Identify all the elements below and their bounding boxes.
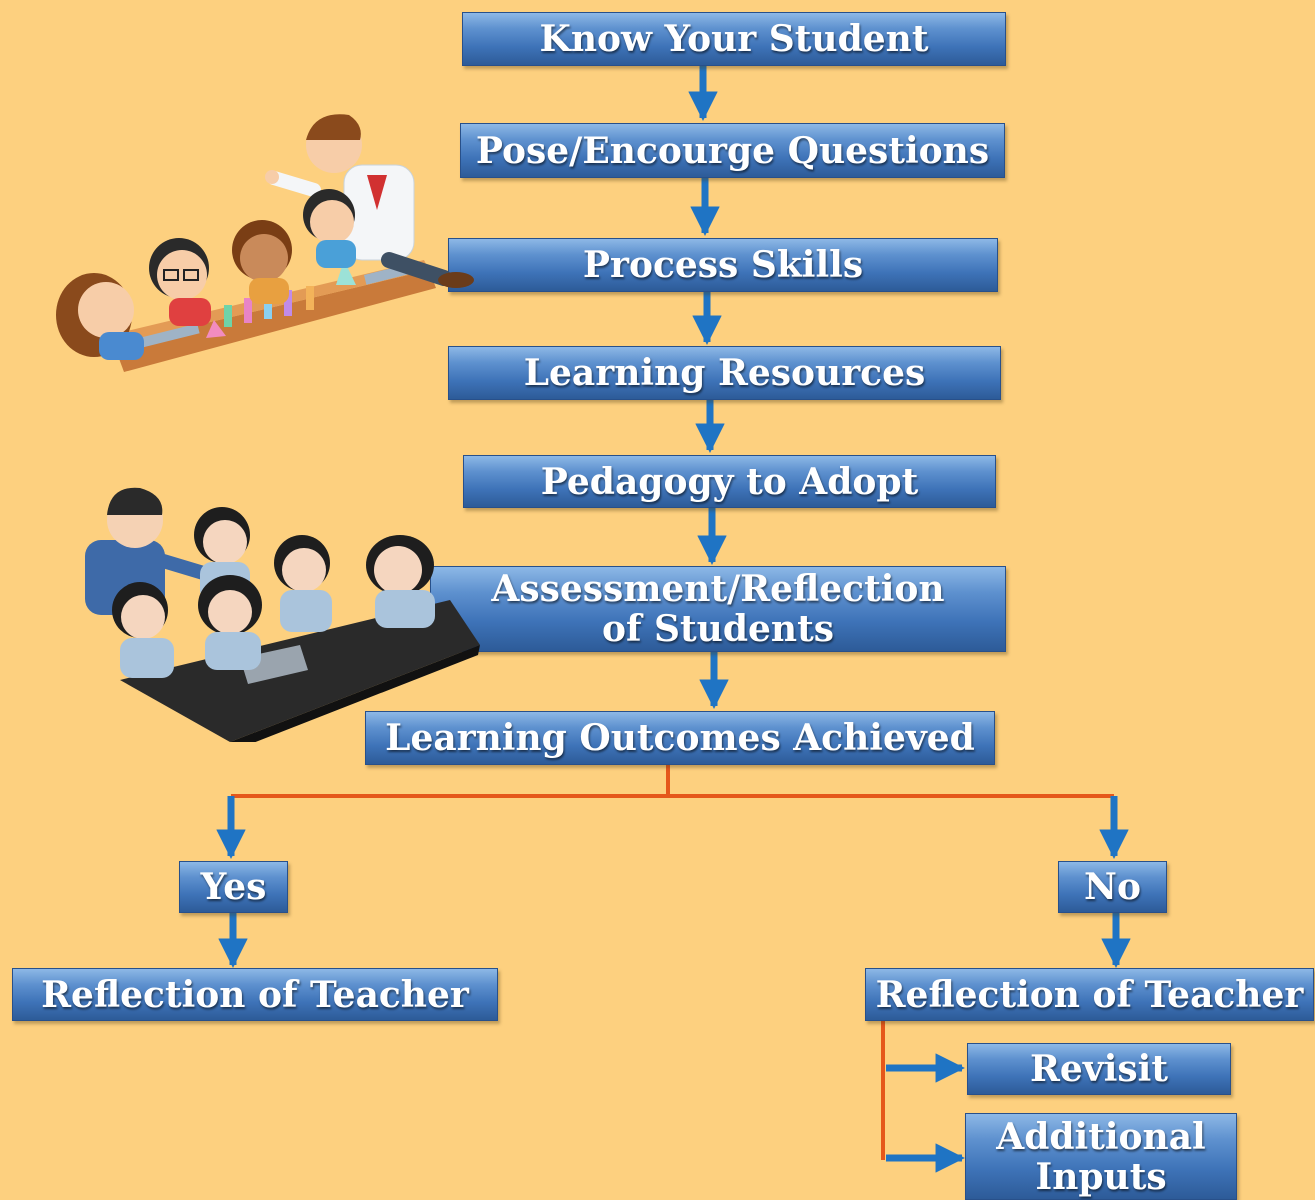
- step-assessment: Assessment/Reflection of Students: [430, 566, 1006, 652]
- no-box: No: [1058, 861, 1167, 913]
- additional-inputs-box: Additional Inputs: [965, 1113, 1237, 1200]
- step-learning-outcomes: Learning Outcomes Achieved: [365, 711, 995, 765]
- no-reflection-of-teacher: Reflection of Teacher: [865, 968, 1314, 1021]
- revisit-box: Revisit: [967, 1043, 1231, 1095]
- step-learning-resources: Learning Resources: [448, 346, 1001, 400]
- step-pedagogy: Pedagogy to Adopt: [463, 455, 996, 508]
- step-process-skills: Process Skills: [448, 238, 998, 292]
- step-know-your-student: Know Your Student: [462, 12, 1006, 66]
- students-table-illustration: [85, 487, 480, 742]
- yes-reflection-of-teacher: Reflection of Teacher: [12, 968, 498, 1021]
- children-experiment-illustration: [56, 114, 474, 372]
- yes-box: Yes: [179, 861, 288, 913]
- step-pose-questions: Pose/Encourge Questions: [460, 123, 1005, 178]
